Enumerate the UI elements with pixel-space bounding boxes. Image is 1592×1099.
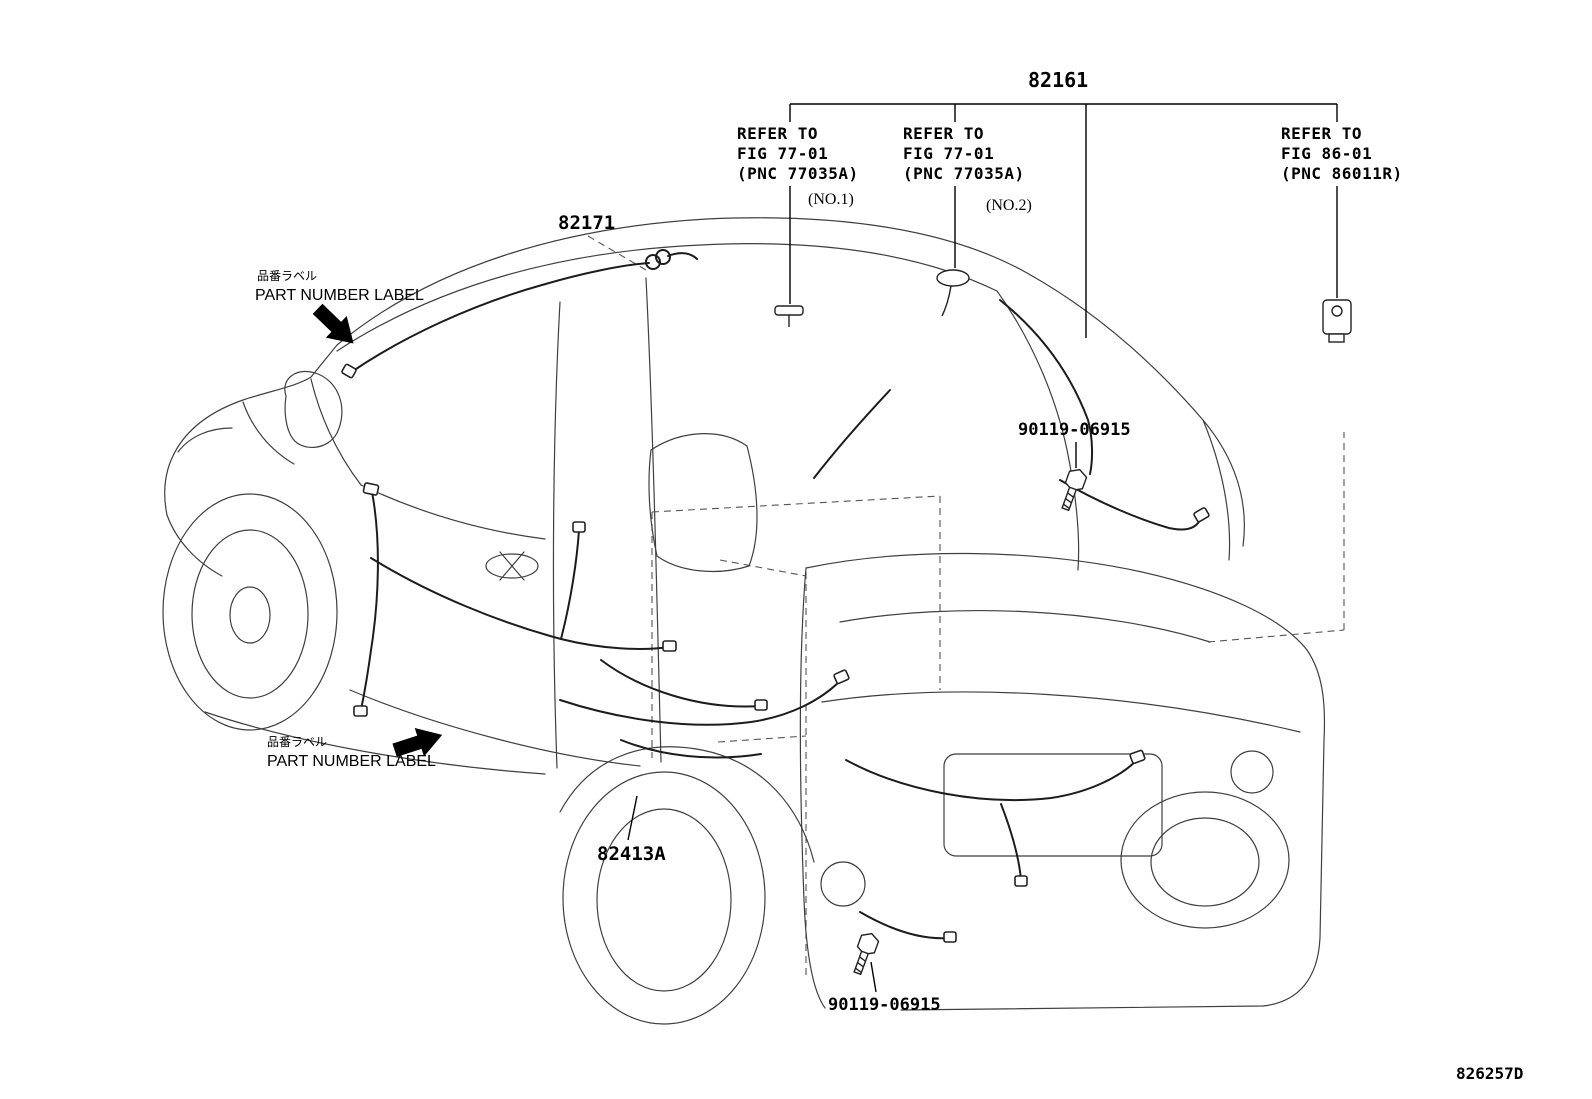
- callout-leader-lines: [627, 103, 1338, 993]
- callout-part-82413A: 82413A: [597, 843, 666, 865]
- ref-line: REFER TO: [737, 124, 819, 143]
- ref-note-2: (NO.2): [986, 197, 1032, 214]
- part-number-label-lower-jp: 品番ラベル: [267, 735, 328, 749]
- roof-clip-icon: [774, 305, 804, 327]
- ref-line: FIG 77-01: [737, 144, 829, 163]
- callout-bolt-lower: 90119-06915: [828, 995, 941, 1015]
- bolt-icon-upper: [1061, 468, 1088, 512]
- bracket-icon: [1322, 299, 1352, 343]
- ref-line: REFER TO: [1281, 124, 1363, 143]
- ref-line: (PNC 77035A): [737, 164, 859, 183]
- ref-line: FIG 86-01: [1281, 144, 1373, 163]
- dome-clip-icon: [936, 269, 970, 317]
- callout-part-82171: 82171: [558, 212, 616, 234]
- ref-line: (PNC 86011R): [1281, 164, 1403, 183]
- ref-block-2: REFER TO FIG 77-01 (PNC 77035A): [903, 126, 1025, 186]
- pointer-arrow-upper: [312, 303, 354, 344]
- part-number-label-upper-jp: 品番ラベル: [257, 269, 318, 283]
- projection-dashed-lines: [587, 235, 1345, 980]
- diagram-code: 826257D: [1456, 1064, 1524, 1083]
- part-number-label-lower: PART NUMBER LABEL: [267, 753, 436, 770]
- callout-part-82161: 82161: [1028, 68, 1089, 92]
- bolt-icon-lower: [853, 932, 880, 976]
- harness-lines: [349, 249, 1202, 940]
- ref-line: FIG 77-01: [903, 144, 995, 163]
- ref-note-1: (NO.1): [808, 191, 854, 208]
- ref-line: (PNC 77035A): [903, 164, 1025, 183]
- pointer-arrow-lower: [392, 727, 443, 757]
- car-body-rear-view: [799, 552, 1326, 1011]
- callout-bolt-upper: 90119-06915: [1018, 420, 1131, 440]
- part-number-label-upper: PART NUMBER LABEL: [255, 287, 424, 304]
- ref-block-1: REFER TO FIG 77-01 (PNC 77035A): [737, 126, 859, 186]
- harness-connectors: [341, 363, 1210, 943]
- ref-block-3: REFER TO FIG 86-01 (PNC 86011R): [1281, 126, 1403, 186]
- car-body-main-view: [162, 217, 1245, 1025]
- ref-line: REFER TO: [903, 124, 985, 143]
